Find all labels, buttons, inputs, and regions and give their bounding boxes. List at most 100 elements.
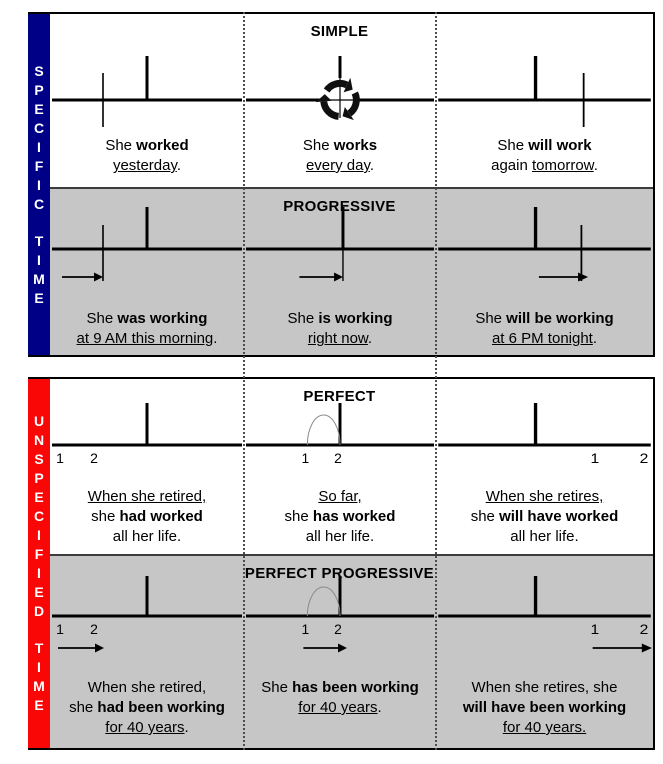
sentence-line: for 40 years. <box>261 698 419 718</box>
future-progressive-timeline-diagram <box>438 207 651 282</box>
svg-text:2: 2 <box>640 623 649 638</box>
progressive-row-title: PROGRESSIVE <box>283 198 396 215</box>
future-simple-timeline-diagram <box>438 56 651 127</box>
time-expression: When she retired, <box>87 488 207 505</box>
sentence-text: she <box>91 508 120 525</box>
sentence-text: all her life. <box>305 528 375 545</box>
sentence-text: all her life. <box>112 528 182 545</box>
svg-text:2: 2 <box>640 452 649 467</box>
sidebar-letter: E <box>34 289 44 306</box>
sidebar-letter: T <box>34 640 44 656</box>
sentence-line: When she retires, she <box>463 678 626 698</box>
past-simple-timeline-diagram <box>52 56 242 127</box>
time-expression: When she retires, <box>485 488 604 505</box>
time-expression: right now <box>307 330 368 347</box>
sidebar-letter: C <box>33 508 45 524</box>
sentence-line: all her life. <box>88 527 206 547</box>
sidebar-letter: C <box>33 195 45 212</box>
svg-text:1: 1 <box>590 452 599 467</box>
sidebar-letter: F <box>34 157 44 174</box>
verb-phrase: had worked <box>119 508 203 525</box>
time-expression: So far, <box>318 488 362 505</box>
sentence-line: she had been working <box>69 698 225 718</box>
time-expression: yesterday <box>112 157 177 174</box>
sidebar-letter: I <box>37 176 41 193</box>
sentence-text: When she retired, <box>87 679 207 696</box>
time-expression: for 40 years <box>105 719 185 736</box>
sentence-text: . <box>592 330 598 347</box>
sidebar-letter: P <box>34 81 44 98</box>
perfect-progressive-row-title: PERFECT PROGRESSIVE <box>244 565 434 582</box>
sidebar-letter: M <box>33 270 45 287</box>
column-divider-dotted-right <box>435 12 437 750</box>
verb-phrase: will have worked <box>499 508 619 525</box>
sentence-line: she will have worked <box>471 507 619 527</box>
verb-phrase: had been working <box>97 699 225 716</box>
sentence-line: every day. <box>303 156 377 176</box>
time-expression: for 40 years. <box>502 719 587 736</box>
time-expression: tomorrow <box>532 157 594 174</box>
verb-phrase: is working <box>318 310 393 327</box>
sentence-line: She worked <box>105 136 188 156</box>
sidebar-letter: I <box>37 138 41 155</box>
sidebar-letter: C <box>33 119 45 136</box>
sidebar-letter: T <box>34 232 44 249</box>
sentence-line: she has worked <box>285 507 396 527</box>
sentence-line: When she retired, <box>69 678 225 698</box>
sidebar-letter: S <box>34 62 44 79</box>
sentence-line: will have been working <box>463 698 626 718</box>
time-expression: at 6 PM tonight <box>491 330 593 347</box>
sentence-text: again <box>491 157 532 174</box>
time-expression: every day <box>305 157 370 174</box>
sentence-text: . <box>369 157 375 174</box>
sentence-line: She will be working <box>475 309 613 329</box>
sentence-text: she <box>69 699 98 716</box>
sentence-text: She <box>302 137 334 154</box>
sentence-text: She <box>497 137 529 154</box>
sidebar-letter: I <box>37 659 41 675</box>
sidebar-letter: I <box>37 527 41 543</box>
verb-phrase: has been working <box>292 679 419 696</box>
sentence-line: When she retires, <box>471 487 619 507</box>
sidebar-letter: D <box>33 603 45 619</box>
verb-phrase: worked <box>136 137 189 154</box>
sidebar-letter: F <box>34 546 44 562</box>
svg-text:1: 1 <box>590 623 599 638</box>
svg-text:1: 1 <box>56 621 64 637</box>
sentence-text: She <box>475 310 507 327</box>
sentence-text: she <box>470 508 500 525</box>
sentence-line: at 6 PM tonight. <box>475 329 613 349</box>
sentence-line: for 40 years. <box>69 718 225 738</box>
sentence-line: So far, <box>285 487 396 507</box>
